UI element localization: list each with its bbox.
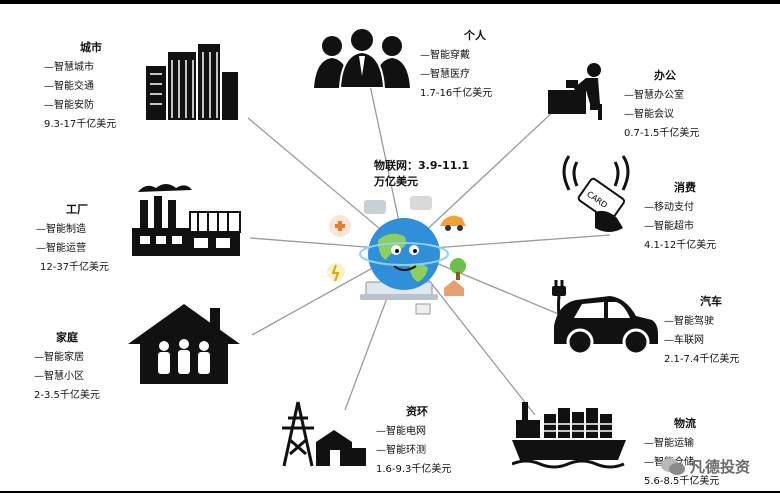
city-value: 9.3-17千亿美元 <box>44 119 117 130</box>
center-title-line1: 物联网：3.9-11.1 <box>374 159 470 172</box>
node-factory: 工厂 —智能制造 —智能运营 12-37千亿美元 <box>36 200 109 277</box>
car-item: —智能驾驶 <box>664 316 714 327</box>
factory-item: —智能制造 <box>36 224 86 235</box>
resources-item: —智能环测 <box>376 445 426 456</box>
logistics-title: 物流 <box>674 417 696 430</box>
consumption-title: 消费 <box>674 181 696 194</box>
node-office: 办公 —智慧办公室 —智能会议 0.7-1.5千亿美元 <box>624 66 699 143</box>
home-title: 家庭 <box>56 331 78 344</box>
watermark: 凡德投资 <box>690 458 751 476</box>
consumption-item: —智能超市 <box>644 221 694 232</box>
office-value: 0.7-1.5千亿美元 <box>624 128 700 139</box>
bottom-border <box>0 491 780 493</box>
personal-item: —智能穿戴 <box>420 50 470 61</box>
factory-value: 12-37千亿美元 <box>40 262 110 273</box>
consumption-item: —移动支付 <box>644 202 694 213</box>
factory-title: 工厂 <box>66 203 88 216</box>
home-item: —智慧小区 <box>34 371 84 382</box>
people-group-icon <box>312 26 412 92</box>
line-city <box>247 117 406 251</box>
electric-car-icon <box>536 270 664 360</box>
line-office <box>404 109 556 251</box>
city-item: —智能交通 <box>44 81 94 92</box>
car-title: 汽车 <box>700 295 722 308</box>
personal-title: 个人 <box>464 29 486 42</box>
logistics-value: 5.6-8.5千亿美元 <box>644 476 720 487</box>
wechat-icon <box>660 456 686 482</box>
cargo-ship-icon <box>511 400 632 480</box>
factory-item: —智能运营 <box>36 243 86 254</box>
city-item: —智慧城市 <box>44 62 94 73</box>
home-value: 2-3.5千亿美元 <box>34 390 100 401</box>
car-item: —车联网 <box>664 335 704 346</box>
node-personal: 个人 —智能穿戴 —智慧医疗 1.7-16千亿美元 <box>420 26 492 103</box>
city-title: 城市 <box>80 41 102 54</box>
node-car: 汽车 —智能驾驶 —车联网 2.1-7.4千亿美元 <box>664 292 739 369</box>
office-item: —智慧办公室 <box>624 90 684 101</box>
city-buildings-icon <box>146 44 238 124</box>
person-at-desk-icon <box>548 62 610 126</box>
node-city: 城市 —智慧城市 —智能交通 —智能安防 9.3-17千亿美元 <box>44 38 116 134</box>
personal-item: —智慧医疗 <box>420 69 470 80</box>
office-title: 办公 <box>654 69 676 82</box>
resources-item: —智能电网 <box>376 426 426 437</box>
car-value: 2.1-7.4千亿美元 <box>664 354 740 365</box>
personal-value: 1.7-16千亿美元 <box>420 88 493 99</box>
center-title-line2: 万亿美元 <box>374 175 418 188</box>
resources-title: 资环 <box>406 405 428 418</box>
node-consumption: 消费 —移动支付 —智能超市 4.1-12千亿美元 <box>644 178 716 255</box>
office-item: —智能会议 <box>624 109 674 120</box>
card-payment-icon: CARD <box>555 150 645 244</box>
logistics-item: —智能运输 <box>644 438 694 449</box>
factory-icon <box>128 182 244 260</box>
top-border <box>0 0 780 4</box>
center-title: 物联网：3.9-11.1 万亿美元 <box>374 158 469 190</box>
house-family-icon <box>128 300 240 388</box>
power-tower-icon <box>276 400 368 472</box>
home-item: —智能家居 <box>34 352 84 363</box>
node-resources: 资环 —智能电网 —智能环测 1.6-9.3千亿美元 <box>376 402 451 479</box>
globe-laptop-icon <box>318 192 488 326</box>
node-home: 家庭 —智能家居 —智慧小区 2-3.5千亿美元 <box>34 328 100 405</box>
resources-value: 1.6-9.3千亿美元 <box>376 464 452 475</box>
city-item: —智能安防 <box>44 100 94 111</box>
consumption-value: 4.1-12千亿美元 <box>644 240 717 251</box>
